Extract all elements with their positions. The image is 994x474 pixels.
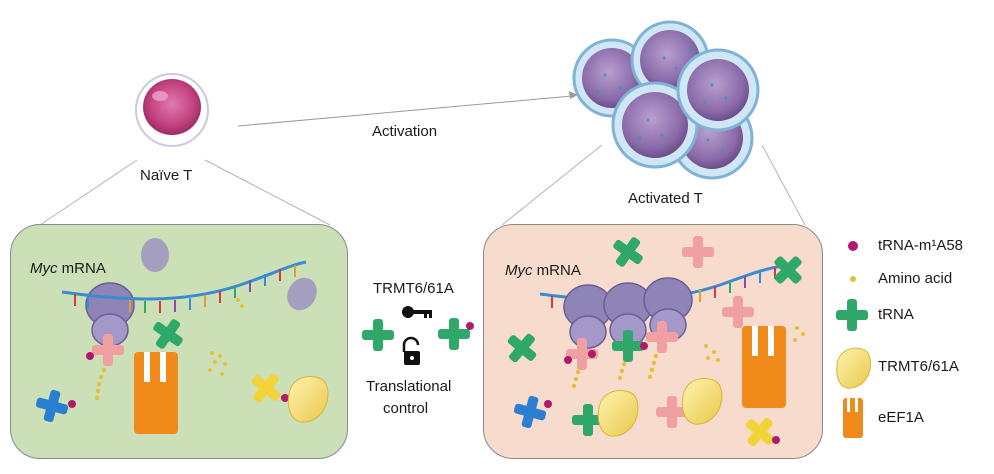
activated-t-label: Activated T: [628, 190, 703, 207]
right-trmt-enzyme-icon: [597, 390, 639, 437]
right-m1a-icon: [564, 356, 572, 364]
legend-trna-label: tRNA: [878, 306, 914, 323]
trmt-enzyme-label: TRMT6/61A: [373, 280, 454, 297]
legend-m1a-label: tRNA-m¹A58: [878, 237, 964, 254]
right-myc-gene-name: Myc: [505, 262, 533, 279]
right-trna-yellow-icon: [737, 409, 783, 455]
left-trmt-enzyme-icon: [287, 376, 329, 423]
legend-m1a-icon: [848, 241, 858, 251]
left-amino-acid-chain-icon: [94, 367, 107, 401]
right-trna-blue-icon: [510, 392, 550, 432]
left-trna-blue-icon: [32, 386, 72, 426]
right-trna-green-icon: [499, 325, 545, 371]
left-ribosome-subunit-icon: [287, 277, 317, 311]
left-ribosome-icon: [85, 282, 135, 347]
unlocked-padlock-icon: [402, 336, 420, 365]
left-myc-mrna-label: Myc mRNA: [30, 260, 106, 277]
left-trna-green-icon: [145, 311, 191, 357]
legend-trmt-label: TRMT6/61A: [878, 358, 959, 375]
right-m1a-icon: [772, 436, 780, 444]
middle-m1a-icon: [466, 322, 474, 330]
right-trmt-enzyme-icon: [681, 378, 723, 425]
middle-trna-unmodified-icon: [362, 319, 394, 351]
left-m1a-icon: [68, 400, 76, 408]
activated-t-cells-icon: [572, 20, 760, 180]
translational-label: Translational: [366, 378, 452, 395]
activation-label: Activation: [372, 123, 438, 140]
right-trna-green-icon: [765, 247, 811, 293]
left-m1a-icon: [86, 352, 94, 360]
left-mrna-text: mRNA: [57, 260, 106, 277]
legend-amino-acid-label: Amino acid: [878, 270, 953, 287]
legend-eef1a-icon: [843, 398, 863, 438]
left-trna-yellow-icon: [243, 365, 289, 411]
left-amino-acids-icon: [208, 298, 244, 376]
left-ribosome-subunit-icon: [141, 238, 169, 272]
right-amino-acid-chains-icon: [571, 326, 805, 389]
right-eef1a-icon: [742, 326, 786, 408]
right-trna-pink-icon: [682, 236, 714, 268]
left-myc-gene-name: Myc: [30, 260, 58, 277]
naive-t-cell-icon: [135, 73, 209, 147]
right-myc-mrna-label: Myc mRNA: [505, 262, 581, 279]
left-mrna-strand-icon: [61, 260, 307, 313]
control-label: control: [383, 400, 429, 417]
legend-trna-icon: [836, 299, 868, 331]
key-icon: [402, 306, 432, 318]
right-m1a-icon: [640, 342, 648, 350]
legend-amino-acid-icon: [850, 276, 856, 282]
left-eef1a-icon: [134, 352, 178, 434]
legend-trmt-icon: [836, 347, 872, 389]
left-m1a-icon: [281, 394, 289, 402]
legend-eef1a-label: eEF1A: [878, 409, 924, 426]
right-trna-pink-icon: [722, 296, 754, 328]
right-mrna-text: mRNA: [532, 262, 581, 279]
right-m1a-icon: [544, 400, 552, 408]
activation-arrow: [237, 91, 578, 127]
right-trna-green-icon: [605, 229, 651, 275]
right-m1a-icon: [588, 350, 596, 358]
naive-t-label: Naïve T: [140, 167, 193, 184]
middle-trna-modified-icon: [438, 318, 470, 350]
zoom-guide-lines: [39, 144, 806, 226]
